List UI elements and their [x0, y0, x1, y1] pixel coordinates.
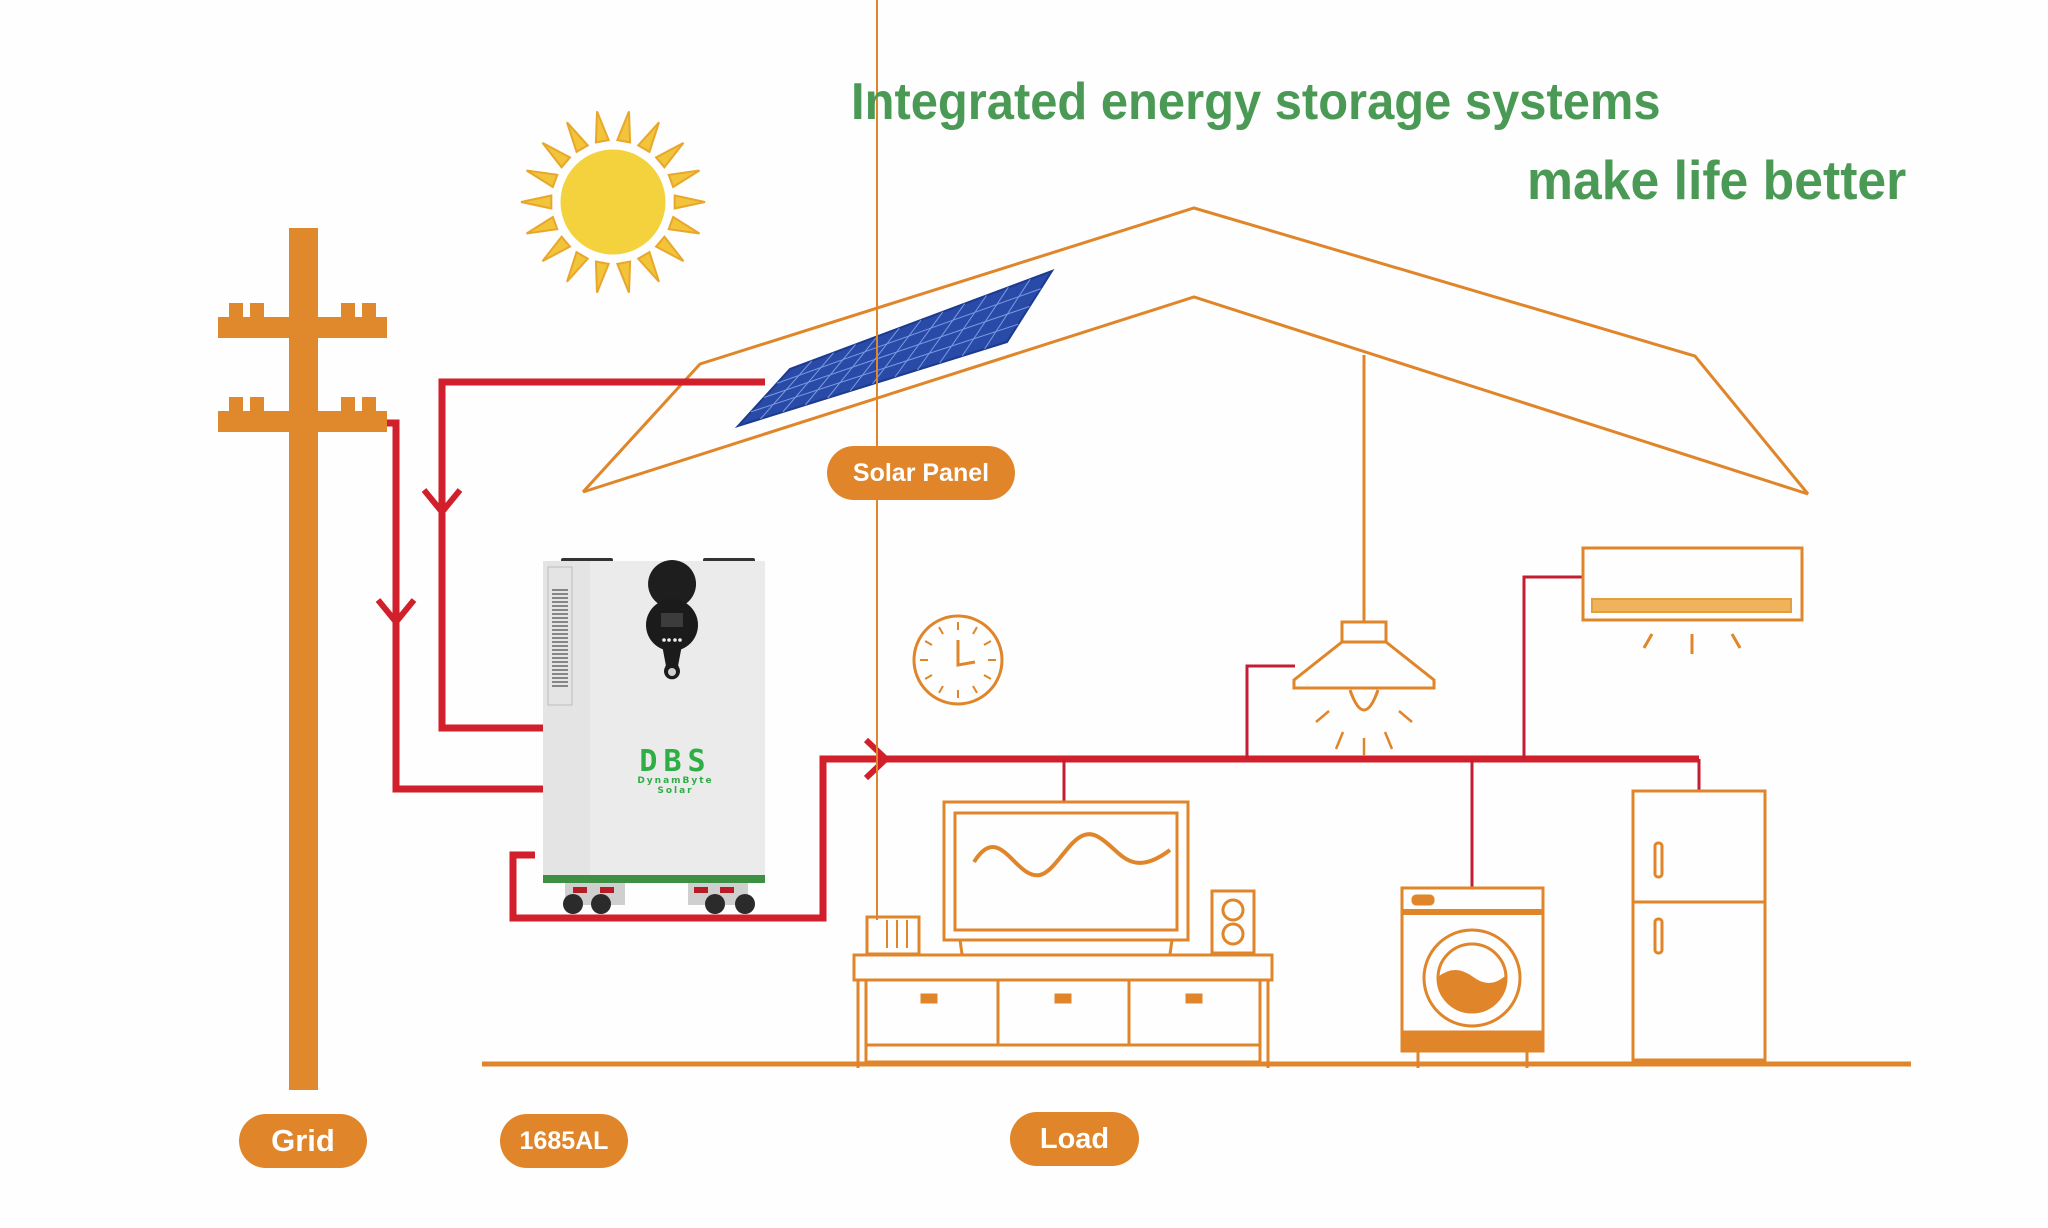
speaker-icon [1210, 889, 1256, 955]
label-inverter-model: 1685AL [500, 1114, 628, 1168]
headline-line-1: Integrated energy storage systems [851, 73, 1661, 131]
sun-ray [615, 111, 632, 144]
refrigerator-icon [1631, 789, 1767, 1062]
power-wires [375, 378, 1699, 922]
wall-clock-icon [912, 614, 1004, 706]
sun-ray [654, 235, 685, 263]
sun-ray [594, 260, 611, 293]
brand-name: DynamByte Solar [637, 776, 714, 796]
ceiling-lamp-icon [1292, 355, 1436, 756]
tv-icon [942, 800, 1190, 942]
wire-inverter-to-load [509, 755, 1699, 922]
sun-ray [566, 121, 590, 154]
sun-ray [594, 111, 611, 144]
sun-ray [526, 215, 559, 235]
utility-pole-icon [218, 228, 387, 1090]
tv-cabinet-set [852, 0, 1274, 1068]
sun-ray [541, 235, 572, 263]
inverter-display [646, 599, 698, 680]
label-solar-panel: Solar Panel [827, 446, 1015, 500]
washing-machine-icon [1400, 886, 1545, 1068]
inverter-brand: DBS DynamByte Solar [618, 744, 733, 797]
sun-ray [636, 121, 660, 154]
sun-ray [636, 250, 660, 283]
wire-arrow-solar [421, 488, 463, 517]
label-grid: Grid [239, 1114, 367, 1168]
tv-cabinet-icon [852, 953, 1274, 982]
sun-ray [566, 250, 590, 283]
headline-line-2: make life better [1527, 149, 1907, 211]
wire-solar-to-inverter [438, 378, 765, 732]
load-branch-wires [1062, 575, 1701, 889]
sun-icon [520, 111, 706, 293]
inverter-wheels [563, 883, 755, 914]
sun-ray [667, 169, 700, 189]
wire-arrow-grid [375, 598, 417, 627]
sun-ray [541, 141, 572, 169]
label-load: Load [1010, 1112, 1139, 1166]
sun-ray [667, 215, 700, 235]
wire-arrow-load [863, 737, 891, 781]
air-conditioner-icon [1581, 546, 1804, 654]
sun-ray [526, 169, 559, 189]
sun-ray [615, 260, 632, 293]
solar-panel-icon [734, 269, 1055, 429]
sun-ray [520, 194, 553, 210]
brand-logo: DBS [639, 744, 712, 779]
house-roof [581, 206, 1810, 496]
sun-ray [673, 194, 706, 210]
wire-grid-to-inverter [387, 419, 543, 793]
sun-ray [654, 141, 685, 169]
vase-icon [865, 915, 921, 956]
inverter-1685al[interactable] [543, 558, 765, 914]
